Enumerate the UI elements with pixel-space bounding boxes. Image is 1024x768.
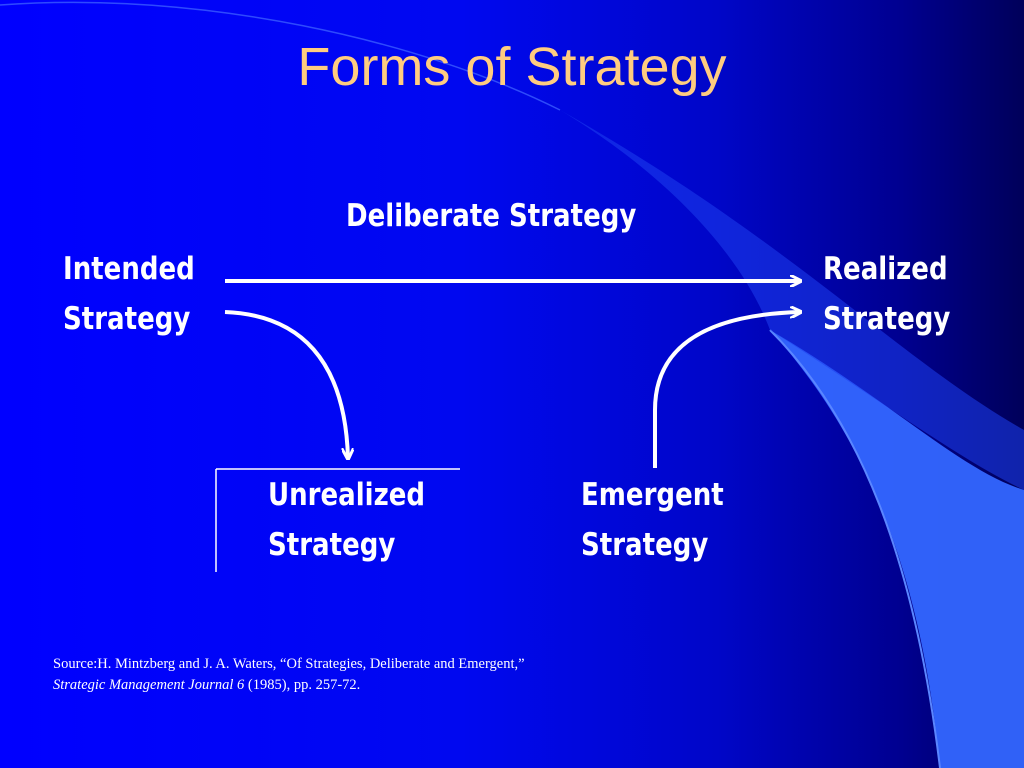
source-journal: Strategic Management Journal 6 (53, 677, 245, 693)
unrealized-line2: Strategy (268, 527, 396, 563)
arc-line (0, 1, 561, 111)
intended-strategy-label: Intended Strategy (63, 244, 195, 344)
emergent-strategy-label: Emergent Strategy (581, 470, 724, 570)
source-suffix: (1985), pp. 257-72. (247, 677, 361, 693)
swoosh-upper-band (560, 110, 1024, 490)
unrealized-strategy-label: Unrealized Strategy (268, 470, 425, 570)
source-citation: Source:H. Mintzberg and J. A. Waters, “O… (53, 654, 573, 696)
slide-title: Forms of Strategy (297, 37, 727, 97)
emergent-line2: Strategy (581, 527, 709, 563)
swoosh-shape (770, 330, 1024, 768)
realized-line1: Realized (823, 251, 948, 287)
swoosh-highlight (769, 329, 941, 768)
emergent-arrow (653, 312, 800, 468)
unrealized-arrow (224, 310, 348, 458)
realized-line2: Strategy (823, 301, 951, 337)
intended-line2: Strategy (63, 301, 191, 337)
emergent-line1: Emergent (581, 477, 724, 513)
unrealized-line1: Unrealized (268, 477, 426, 513)
deliberate-strategy-label: Deliberate Strategy (346, 198, 637, 234)
source-prefix: Source:H. Mintzberg and J. A. Waters, “O… (53, 656, 525, 672)
realized-strategy-label: Realized Strategy (823, 244, 950, 344)
intended-line1: Intended (63, 251, 195, 287)
